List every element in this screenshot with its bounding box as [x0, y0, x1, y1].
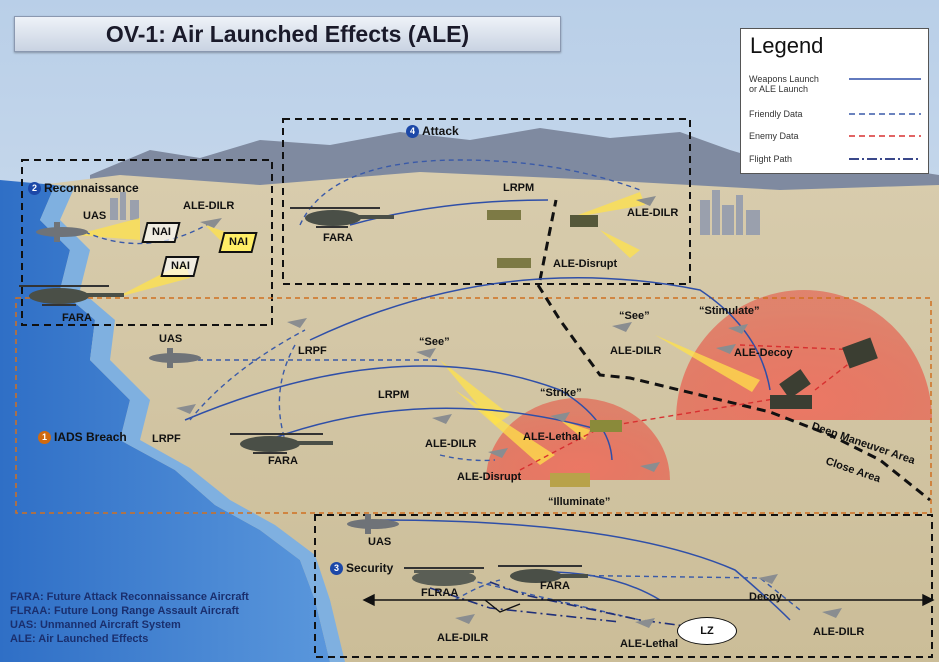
area-number-badge: 3 — [330, 562, 343, 575]
label-recon-fara: FARA — [62, 312, 92, 324]
label-attack-ale-disrupt: ALE-Disrupt — [553, 258, 618, 270]
label-ale-lethal-mid: ALE-Lethal — [523, 431, 582, 443]
legend-title: Legend — [750, 33, 824, 58]
label-recon-uas: UAS — [83, 210, 107, 222]
nai-box: NAI — [218, 232, 258, 253]
security-screen-line — [362, 593, 935, 613]
fscl-line — [536, 284, 931, 502]
legend-weapons-launch-line2: or ALE Launch — [749, 84, 809, 94]
label-attack-lrpm: LRPM — [503, 182, 535, 194]
area-number-badge: 4 — [406, 125, 419, 138]
fara-helicopter-iads — [230, 433, 333, 454]
area-number-badge: 1 — [38, 431, 51, 444]
label-strike: “Strike” — [540, 387, 582, 399]
label-uas-mid: UAS — [159, 333, 183, 345]
iads-breach-box — [15, 297, 932, 514]
nai-label: NAI — [170, 260, 190, 272]
fara-helicopter-security — [498, 565, 588, 583]
area-number-badge: 2 — [28, 182, 41, 195]
security-box — [314, 514, 933, 658]
abbreviation-item: ALE: Air Launched Effects — [10, 633, 149, 645]
fara-helicopter-attack — [290, 207, 394, 228]
label-ale-dilr-mid: ALE-DILR — [425, 438, 477, 450]
label-fara-mid: FARA — [268, 455, 298, 467]
area-iads-label: IADS Breach — [54, 430, 127, 444]
abbreviation-item: FLRAA: Future Long Range Assault Aircraf… — [10, 605, 239, 617]
label-ale-disrupt-mid: ALE-Disrupt — [457, 471, 522, 483]
legend-friendly-data: Friendly Data — [749, 109, 803, 119]
label-flraa: FLRAA — [421, 587, 459, 599]
nai-label: NAI — [151, 226, 171, 238]
friendly-data-links — [84, 159, 801, 621]
flight-paths — [429, 581, 701, 629]
ground-vehicles — [487, 210, 878, 487]
label-see-mid: “See” — [419, 336, 450, 348]
area-security-label: Security — [346, 561, 394, 575]
area-reconnaissance-label: Reconnaissance — [44, 181, 139, 195]
uas-drones — [36, 222, 399, 534]
legend-weapons-launch: Weapons Launch or ALE Launch — [749, 74, 819, 94]
page-title: OV-1: Air Launched Effects (ALE) — [105, 21, 470, 47]
legend-enemy-data: Enemy Data — [749, 131, 799, 141]
landing-zone: LZ — [677, 617, 737, 645]
ocean — [0, 180, 330, 662]
nai-label: NAI — [228, 236, 248, 248]
fscl-line-upper — [538, 199, 558, 281]
nai-box: NAI — [141, 222, 181, 243]
fara-helicopter-recon — [19, 285, 124, 306]
legend: Legend Weapons Launch or ALE Launch Frie… — [740, 28, 929, 174]
abbreviation-key: FARA: Future Attack Reconnaissance Aircr… — [10, 590, 310, 646]
abbreviation-item: UAS: Unmanned Aircraft System — [10, 619, 181, 631]
abbreviation-item: FARA: Future Attack Reconnaissance Aircr… — [10, 591, 249, 603]
label-ale-dilr-security-right: ALE-DILR — [813, 626, 865, 638]
legend-swatches — [849, 78, 921, 160]
label-lrpf-lower: LRPF — [152, 433, 181, 445]
reconnaissance-box — [21, 159, 273, 326]
label-illuminate: “Illuminate” — [548, 496, 611, 508]
flraa-aircraft — [404, 567, 484, 586]
city-skyline — [110, 190, 760, 235]
legend-flight-path: Flight Path — [749, 154, 793, 164]
label-recon-ale-dilr: ALE-DILR — [183, 200, 235, 212]
ale-vehicles — [176, 196, 842, 628]
label-attack-ale-dilr: ALE-DILR — [627, 207, 679, 219]
label-attack-fara: FARA — [323, 232, 353, 244]
threat-dome-large — [676, 290, 932, 420]
title-banner: OV-1: Air Launched Effects (ALE) — [14, 16, 561, 52]
label-decoy: Decoy — [749, 591, 783, 603]
label-ale-dilr-security-left: ALE-DILR — [437, 632, 489, 644]
legend-weapons-launch-line1: Weapons Launch — [749, 74, 819, 84]
area-attack-label: Attack — [422, 124, 459, 138]
label-stimulate: “Stimulate” — [699, 305, 760, 317]
label-ale-dilr-right: ALE-DILR — [610, 345, 662, 357]
label-ale-lethal-security: ALE-Lethal — [620, 638, 679, 650]
label-ale-decoy: ALE-Decoy — [734, 347, 793, 359]
label-uas-security: UAS — [368, 536, 392, 548]
nai-box: NAI — [160, 256, 200, 277]
label-lrpm-mid: LRPM — [378, 389, 410, 401]
attack-box — [282, 118, 691, 285]
label-lrpf-upper: LRPF — [298, 345, 327, 357]
label-fara-security: FARA — [540, 580, 570, 592]
label-see-right: “See” — [619, 310, 650, 322]
